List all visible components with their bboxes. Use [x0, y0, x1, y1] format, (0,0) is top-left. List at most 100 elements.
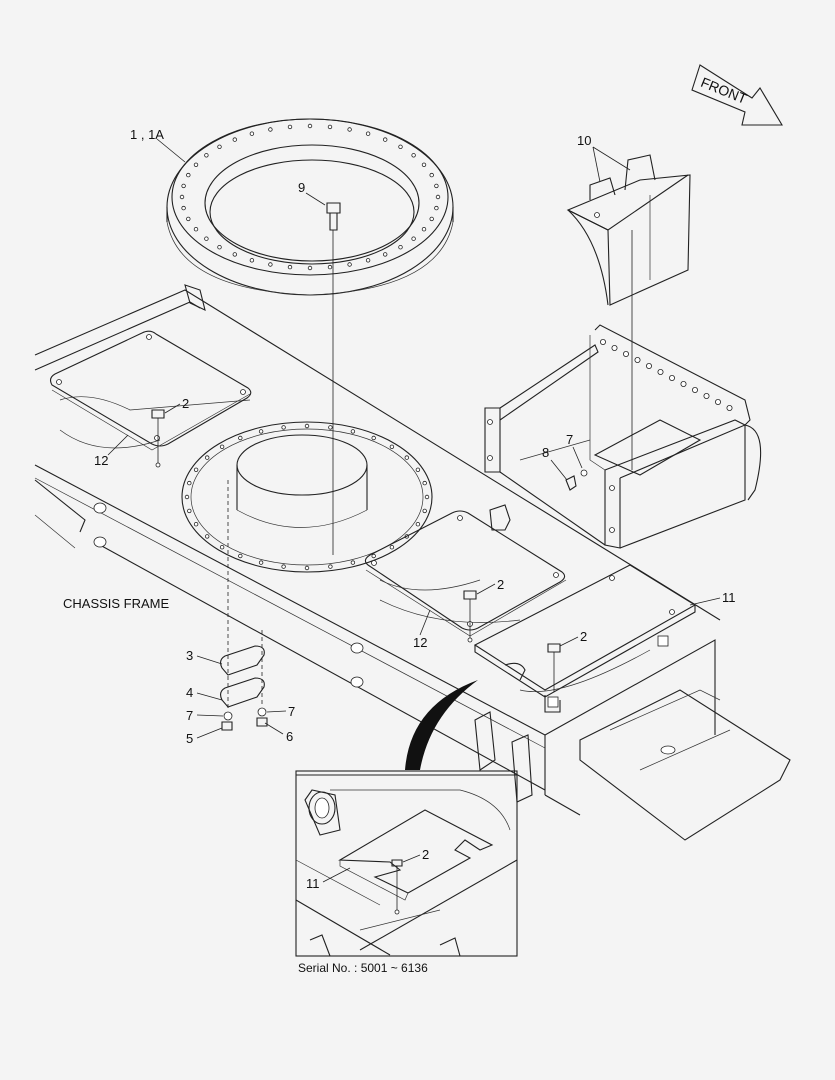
bolt-hole: [258, 560, 264, 565]
bolt-hole: [411, 153, 416, 158]
bolt-hole: [307, 265, 313, 271]
bolt-hole: [415, 522, 421, 527]
bolt-hole: [389, 444, 395, 449]
bolt-hole: [383, 252, 388, 257]
bolt-hole: [435, 194, 441, 200]
bolt-hole: [421, 162, 427, 167]
callout-2-center: 2: [497, 577, 504, 592]
bolt-hole: [193, 467, 199, 472]
bolt-hole: [219, 545, 225, 550]
bolt-hole: [287, 264, 293, 270]
bolt-2-plate11: [547, 643, 561, 692]
bolt-hole: [371, 435, 376, 441]
bolt-hole: [181, 205, 186, 211]
bolt-hole: [429, 172, 434, 178]
callout-4: 4: [186, 685, 193, 700]
bolt-hole: [204, 455, 210, 460]
bolt-hole: [181, 183, 186, 189]
bolt-hole: [304, 423, 310, 429]
bolt-hole: [421, 226, 427, 232]
bolt-hole: [217, 144, 222, 149]
bracket-hole: [669, 374, 676, 381]
detail-indicator-arrow: [405, 680, 478, 770]
bolt-hole: [411, 236, 416, 241]
bolt-hole: [404, 455, 409, 460]
leader-lines: [107, 138, 721, 883]
bolt-hole: [268, 127, 273, 132]
bolt-hole: [232, 137, 237, 142]
callout-6: 6: [286, 729, 293, 744]
bolt-hole: [422, 508, 427, 514]
bolt-hole: [281, 425, 286, 430]
bolt-hole: [347, 127, 352, 132]
bolt-hole: [186, 216, 191, 222]
callout-9: 9: [298, 180, 305, 195]
front-direction-arrow: FRONT: [691, 64, 783, 126]
bolt-8-washer-7: [565, 469, 588, 491]
bolt-hole: [249, 258, 255, 263]
bracket-hole: [703, 392, 710, 399]
shim-plates: [219, 480, 268, 731]
bolt-hole: [238, 553, 243, 559]
bolt-hole: [186, 172, 191, 178]
detail-inset: [295, 770, 518, 957]
bolt-hole: [304, 565, 310, 571]
bolt-hole: [389, 545, 395, 550]
bracket-hole: [715, 398, 722, 405]
bolt-hole: [184, 494, 190, 500]
callout-11: 11: [722, 590, 736, 605]
callout-2-plate11: 2: [580, 629, 587, 644]
callout-7-right: 7: [288, 704, 295, 719]
bolt-9: [326, 202, 341, 555]
bolt-hole: [365, 131, 371, 136]
bolt-hole: [258, 429, 264, 434]
callout-10: 10: [577, 133, 591, 148]
bracket-hole: [657, 368, 664, 375]
callout-2-inset: 2: [422, 847, 429, 862]
bolt-hole: [328, 425, 333, 430]
bolt-hole: [434, 205, 439, 211]
bolt-hole: [327, 264, 333, 270]
cover-plate-left: [49, 330, 252, 451]
bolt-hole: [179, 194, 185, 200]
bolt-hole: [434, 183, 439, 189]
bolt-hole: [307, 123, 313, 129]
callout-3: 3: [186, 648, 193, 663]
bolt-hole: [204, 534, 210, 539]
bolt-hole: [204, 153, 209, 158]
bolt-hole: [187, 508, 192, 514]
bracket-hole: [692, 386, 699, 393]
bolt-hole: [219, 444, 225, 449]
bracket-hole: [646, 362, 653, 369]
bracket-hole: [600, 338, 607, 345]
turntable-base: [181, 421, 433, 573]
bolt-hole: [268, 262, 273, 267]
bolt-hole: [281, 564, 286, 569]
bracket-hole: [680, 380, 687, 387]
callout-11-inset: 11: [306, 876, 320, 891]
bolt-hole: [415, 467, 421, 472]
callout-labels: 1 , 1A 9 10 2 12 8 7 2 12 11 2 3 4 7 7 5…: [63, 127, 736, 975]
bolt-hole: [238, 435, 243, 441]
bolt-hole: [193, 226, 199, 232]
bracket-hole: [726, 404, 733, 411]
callout-1-1a: 1 , 1A: [130, 127, 164, 142]
bolt-hole: [193, 522, 199, 527]
callout-12-center: 12: [413, 635, 427, 650]
bolt-hole: [347, 262, 352, 267]
tool-box-bracket: [484, 324, 762, 549]
cover-plate-11: [473, 564, 697, 713]
bolt-2-center: [463, 590, 477, 643]
bracket-hole: [623, 350, 630, 357]
tool-box: [566, 154, 691, 306]
bolt-hole: [249, 131, 255, 136]
callout-5: 5: [186, 731, 193, 746]
bolt-hole: [187, 480, 192, 486]
bolt-hole: [327, 124, 333, 130]
callout-7-toolbox: 7: [566, 432, 573, 447]
bolt-hole: [398, 144, 403, 149]
bolt-hole: [204, 236, 209, 241]
bolt-hole: [371, 553, 376, 559]
